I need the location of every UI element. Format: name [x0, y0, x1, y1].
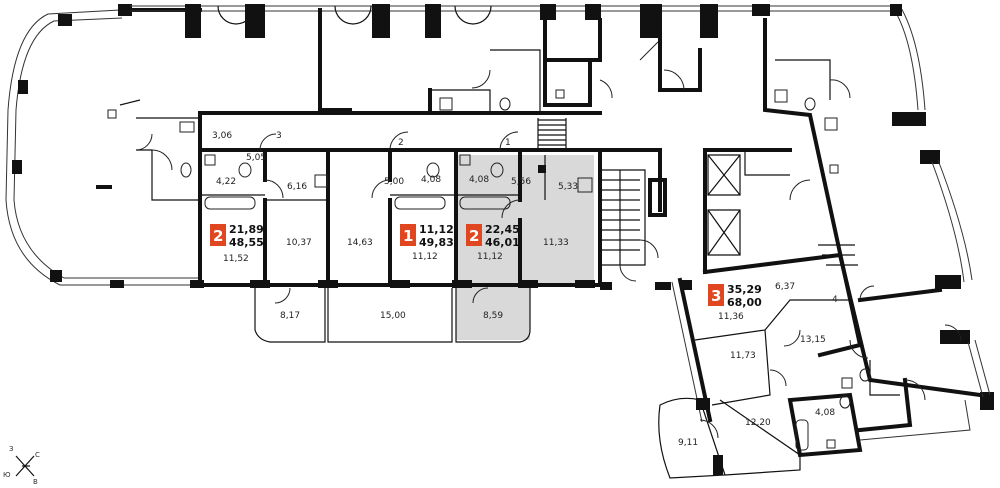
- room-area-3-06: 3,06: [212, 131, 232, 141]
- room-area-4-22: 4,22: [216, 177, 236, 187]
- badge-rooms: 2: [213, 227, 223, 245]
- badge-total-area: 68,00: [727, 296, 762, 309]
- compass-south: В: [33, 478, 38, 486]
- apartment-row: [198, 148, 602, 288]
- top-facade: [130, 4, 760, 115]
- badge-rooms: 2: [469, 227, 479, 245]
- apartment-highlight-22-45[interactable]: [456, 155, 594, 340]
- section-marker-2: 2: [398, 138, 404, 148]
- stair-core: [593, 148, 792, 290]
- room-area-5-00: 5,00: [384, 177, 404, 187]
- room-area-9-11: 9,11: [678, 438, 698, 448]
- room-area-10-37: 10,37: [286, 238, 312, 248]
- compass-north: З: [9, 445, 14, 453]
- balconies: [254, 287, 531, 343]
- room-area-14-63: 14,63: [347, 238, 373, 248]
- badge-living-area: 22,45: [485, 223, 520, 236]
- section-marker-4: 4: [832, 295, 838, 305]
- apartment-badge-a3[interactable]: 2 22,45 46,01: [466, 223, 520, 249]
- badge-living-area: 11,12: [419, 223, 454, 236]
- section-markers: 3 2 1 4: [276, 131, 838, 305]
- room-area-5-33: 5,33: [558, 182, 578, 192]
- badge-living-area: 21,89: [229, 223, 264, 236]
- room-area-8-59: 8,59: [483, 311, 503, 321]
- badge-total-area: 48,55: [229, 236, 264, 249]
- room-area-12-20: 12,20: [745, 418, 771, 428]
- room-area-11-52: 11,52: [223, 254, 249, 264]
- right-wing: [702, 4, 994, 410]
- apartment-3room: [658, 277, 971, 479]
- room-area-11-12-b: 11,12: [477, 252, 503, 262]
- badge-total-area: 49,83: [419, 236, 454, 249]
- compass-west: Ю: [3, 471, 11, 479]
- room-area-6-37: 6,37: [775, 282, 795, 292]
- room-area-5-56: 5,56: [511, 177, 531, 187]
- room-area-4-08-a: 4,08: [421, 175, 441, 185]
- room-area-5-05: 5,05: [246, 153, 266, 163]
- compass-rose: З С В Ю: [3, 445, 40, 486]
- apartment-badge-a2[interactable]: 1 11,12 49,83: [400, 223, 454, 249]
- badge-total-area: 46,01: [485, 236, 520, 249]
- compass-east: С: [35, 451, 40, 459]
- room-area-11-73: 11,73: [730, 351, 756, 361]
- badge-rooms: 1: [403, 227, 413, 245]
- room-area-11-12-a: 11,12: [412, 252, 438, 262]
- badge-living-area: 35,29: [727, 283, 762, 296]
- badge-rooms: 3: [711, 287, 721, 305]
- room-area-4-08-c: 4,08: [815, 408, 835, 418]
- room-area-6-16: 6,16: [287, 182, 307, 192]
- apartment-badge-a4[interactable]: 3 35,29 68,00: [708, 283, 762, 309]
- room-area-13-15: 13,15: [800, 335, 826, 345]
- room-labels: 3,06 5,05 4,22 6,16 5,00 4,08 4,08 5,56 …: [212, 131, 835, 448]
- room-area-15-00: 15,00: [380, 311, 406, 321]
- apartment-badge-a1[interactable]: 2 21,89 48,55: [210, 223, 264, 249]
- room-area-11-36: 11,36: [718, 312, 744, 322]
- section-marker-1: 1: [505, 138, 511, 148]
- room-area-11-33: 11,33: [543, 238, 569, 248]
- room-area-8-17: 8,17: [280, 311, 300, 321]
- room-area-4-08-b: 4,08: [469, 175, 489, 185]
- section-marker-3: 3: [276, 131, 282, 141]
